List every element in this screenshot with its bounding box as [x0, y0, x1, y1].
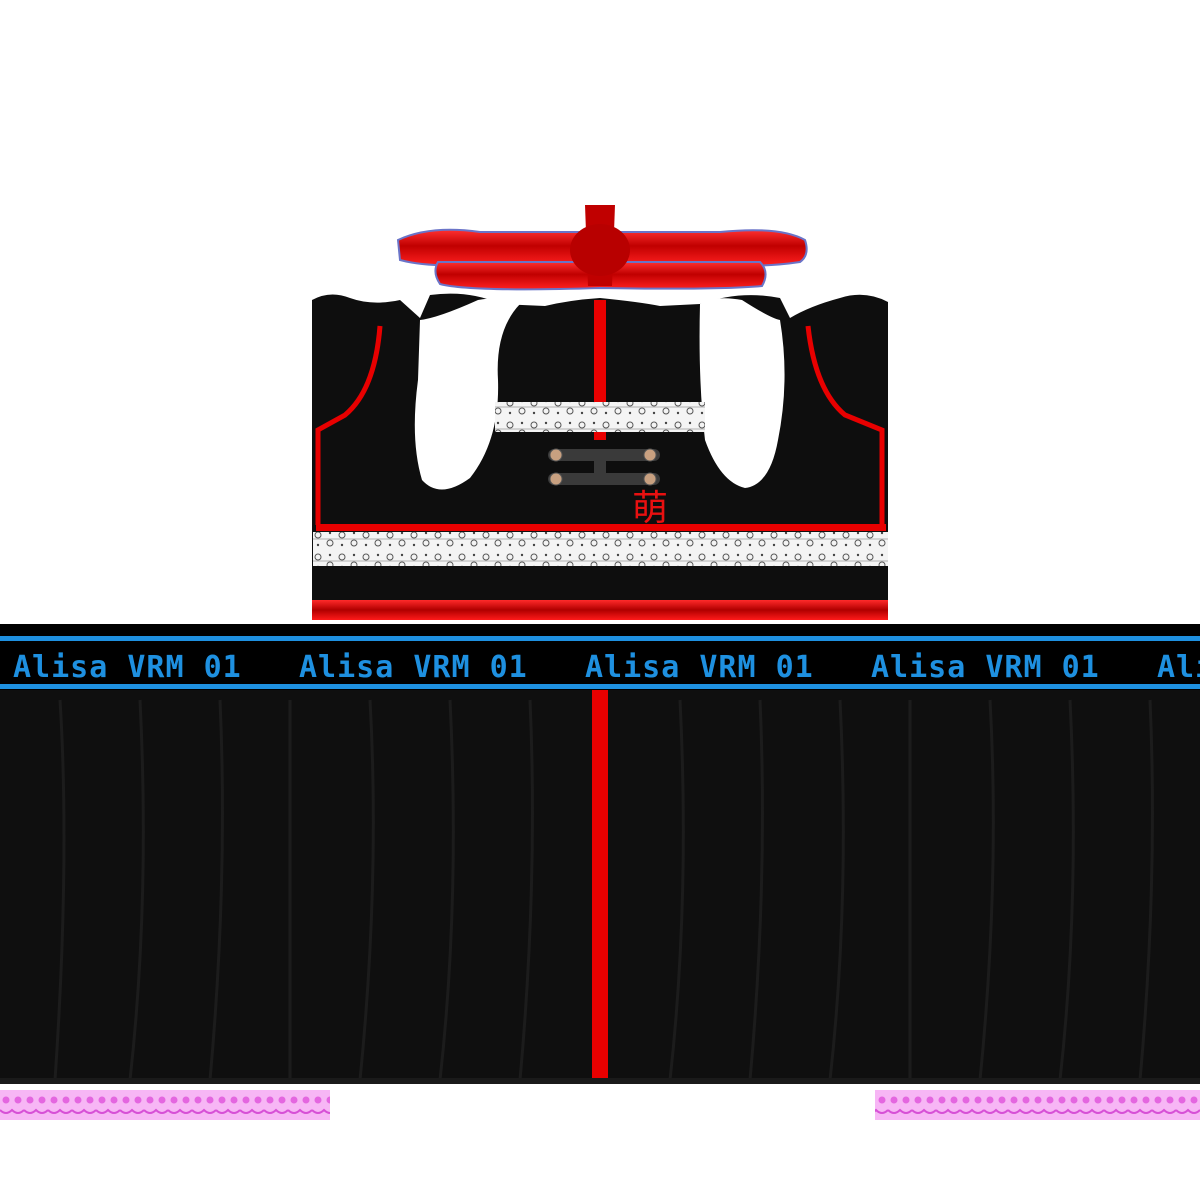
banner-label: Alisa VRM 01	[299, 650, 528, 685]
red-bow-icon	[396, 205, 808, 291]
banner-label: Alisa VRM 01	[585, 650, 814, 685]
left-pink-lace	[0, 1090, 330, 1120]
torso-panel: 萌	[312, 293, 888, 620]
banner-label: Alis	[1157, 650, 1200, 685]
left-armhole	[414, 298, 520, 490]
banner-label: Alisa VRM 01	[871, 650, 1100, 685]
kanji-label: 萌	[632, 488, 668, 529]
right-armhole	[699, 298, 785, 488]
name-banner: Alisa VRM 01 Alisa VRM 01 Alisa VRM 01 A…	[0, 624, 1200, 690]
right-pink-lace	[875, 1090, 1200, 1120]
banner-label: Alisa VRM 01	[13, 650, 242, 685]
skirt-panel	[0, 688, 1200, 1120]
strap-buckle-icon	[548, 448, 660, 486]
